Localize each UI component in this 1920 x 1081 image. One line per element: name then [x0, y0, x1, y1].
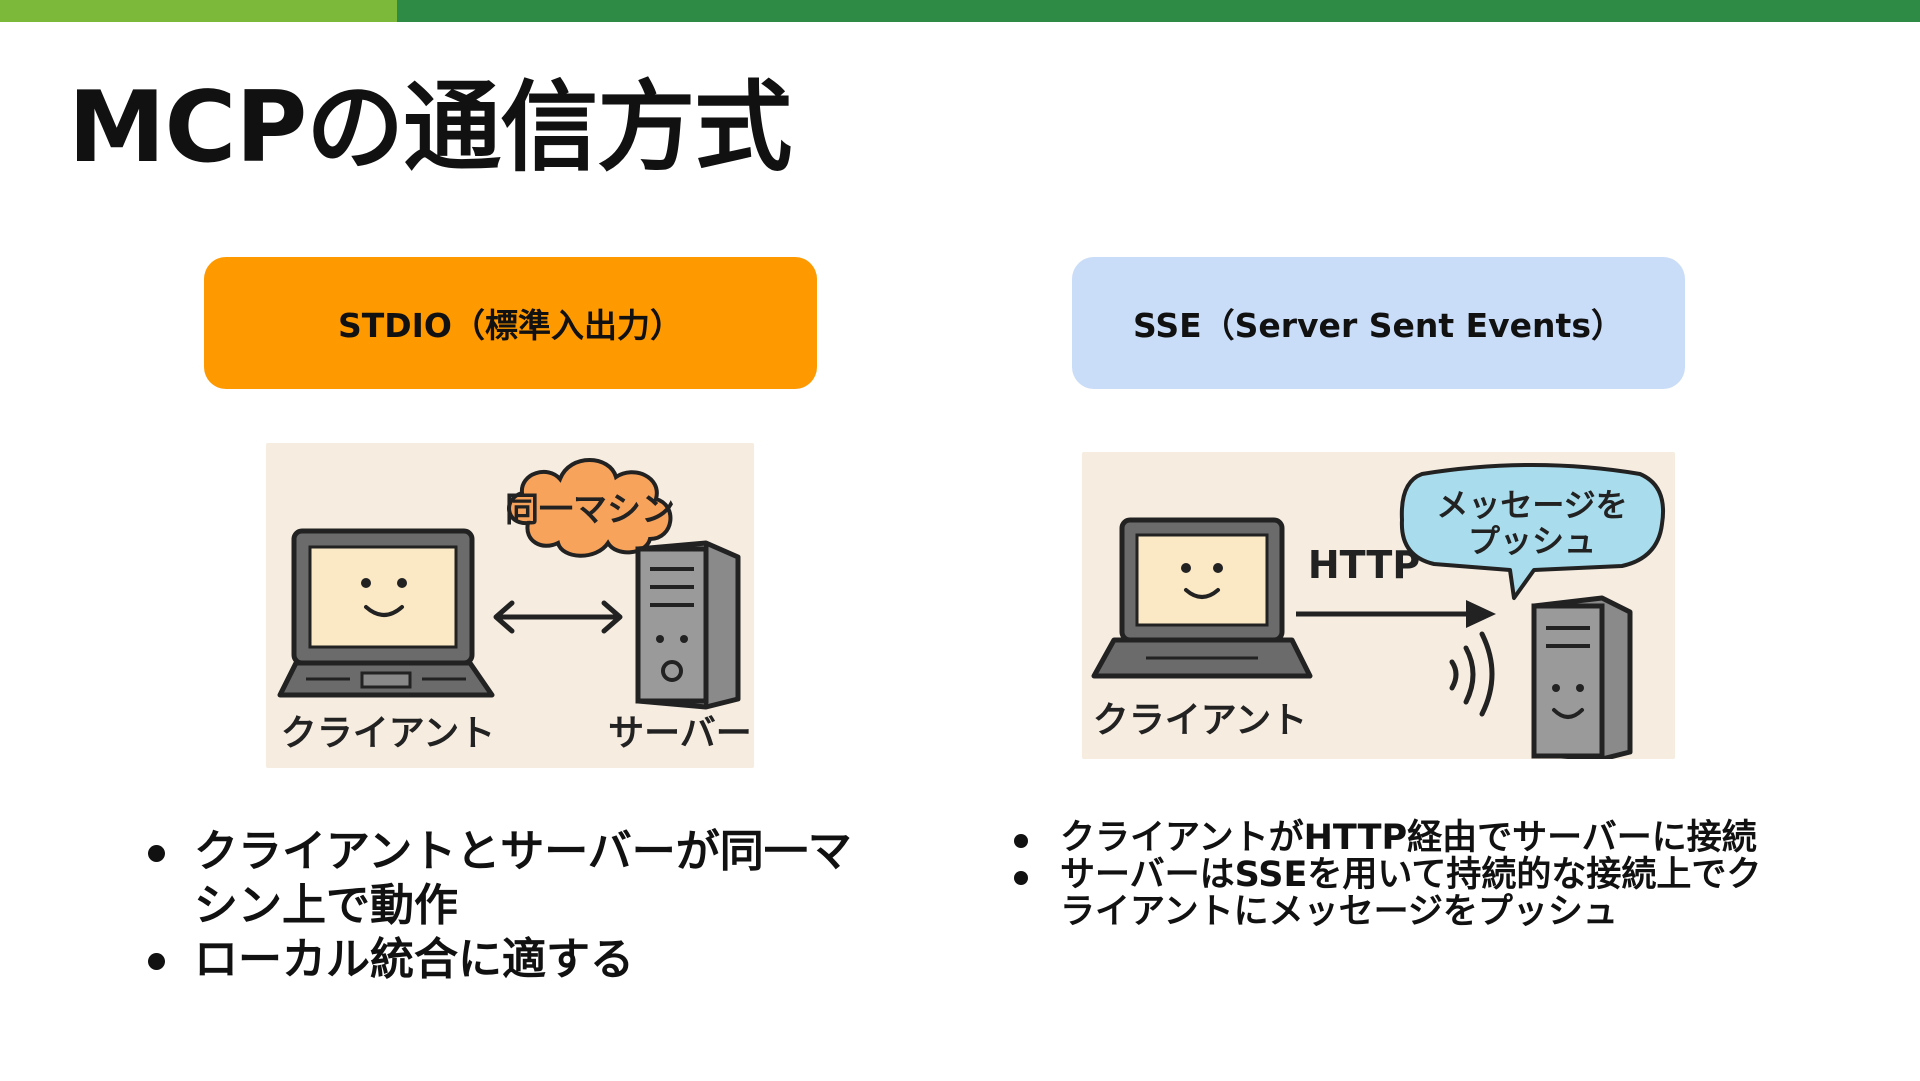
sse-label: SSE（Server Sent Events） — [1133, 306, 1624, 345]
client-label: クライアント — [1093, 700, 1308, 741]
stdio-label: STDIO（標準入出力） — [337, 306, 683, 345]
cloud-text: 同一マシン — [505, 490, 675, 530]
bubble-line-1: メッセージを — [1436, 486, 1627, 524]
stdio-bullet-list: クライアントとサーバーが同一マシン上で動作 ローカル統合に適する — [146, 825, 886, 987]
top-accent-bar-right — [397, 0, 1920, 22]
laptop-icon — [277, 528, 495, 698]
server-label: サーバー — [608, 713, 752, 754]
sse-illustration: クライアント HTTP メッセージを プッシュ — [1082, 452, 1675, 759]
server-icon — [1531, 595, 1633, 759]
list-item: サーバーはSSEを用いて持続的な接続上でクライアントにメッセージをプッシュ — [1012, 857, 1772, 931]
arrow-right-icon — [1296, 600, 1496, 628]
list-item: クライアントがHTTP経由でサーバーに接続 — [1012, 820, 1772, 857]
top-accent-bar-left — [0, 0, 397, 22]
stdio-label-box: STDIO（標準入出力） — [204, 257, 817, 389]
bubble-line-2: プッシュ — [1468, 522, 1596, 560]
list-item: ローカル統合に適する — [146, 933, 886, 987]
sse-bullet-list: クライアントがHTTP経由でサーバーに接続 サーバーはSSEを用いて持続的な接続… — [1012, 820, 1772, 931]
http-label: HTTP — [1308, 543, 1420, 587]
speech-bubble: メッセージを プッシュ — [1399, 463, 1665, 600]
stdio-illustration: 同一マシン クライアント — [266, 443, 754, 768]
server-icon — [635, 540, 741, 710]
sse-label-box: SSE（Server Sent Events） — [1072, 257, 1685, 389]
list-item: クライアントとサーバーが同一マシン上で動作 — [146, 825, 886, 933]
slide-title: MCPの通信方式 — [68, 71, 792, 185]
client-label: クライアント — [281, 713, 496, 754]
signal-waves-icon — [1449, 631, 1495, 717]
cloud-icon: 同一マシン — [505, 458, 675, 558]
double-arrow-icon — [493, 600, 623, 634]
laptop-icon — [1091, 517, 1313, 679]
top-accent-bar — [0, 0, 1920, 22]
